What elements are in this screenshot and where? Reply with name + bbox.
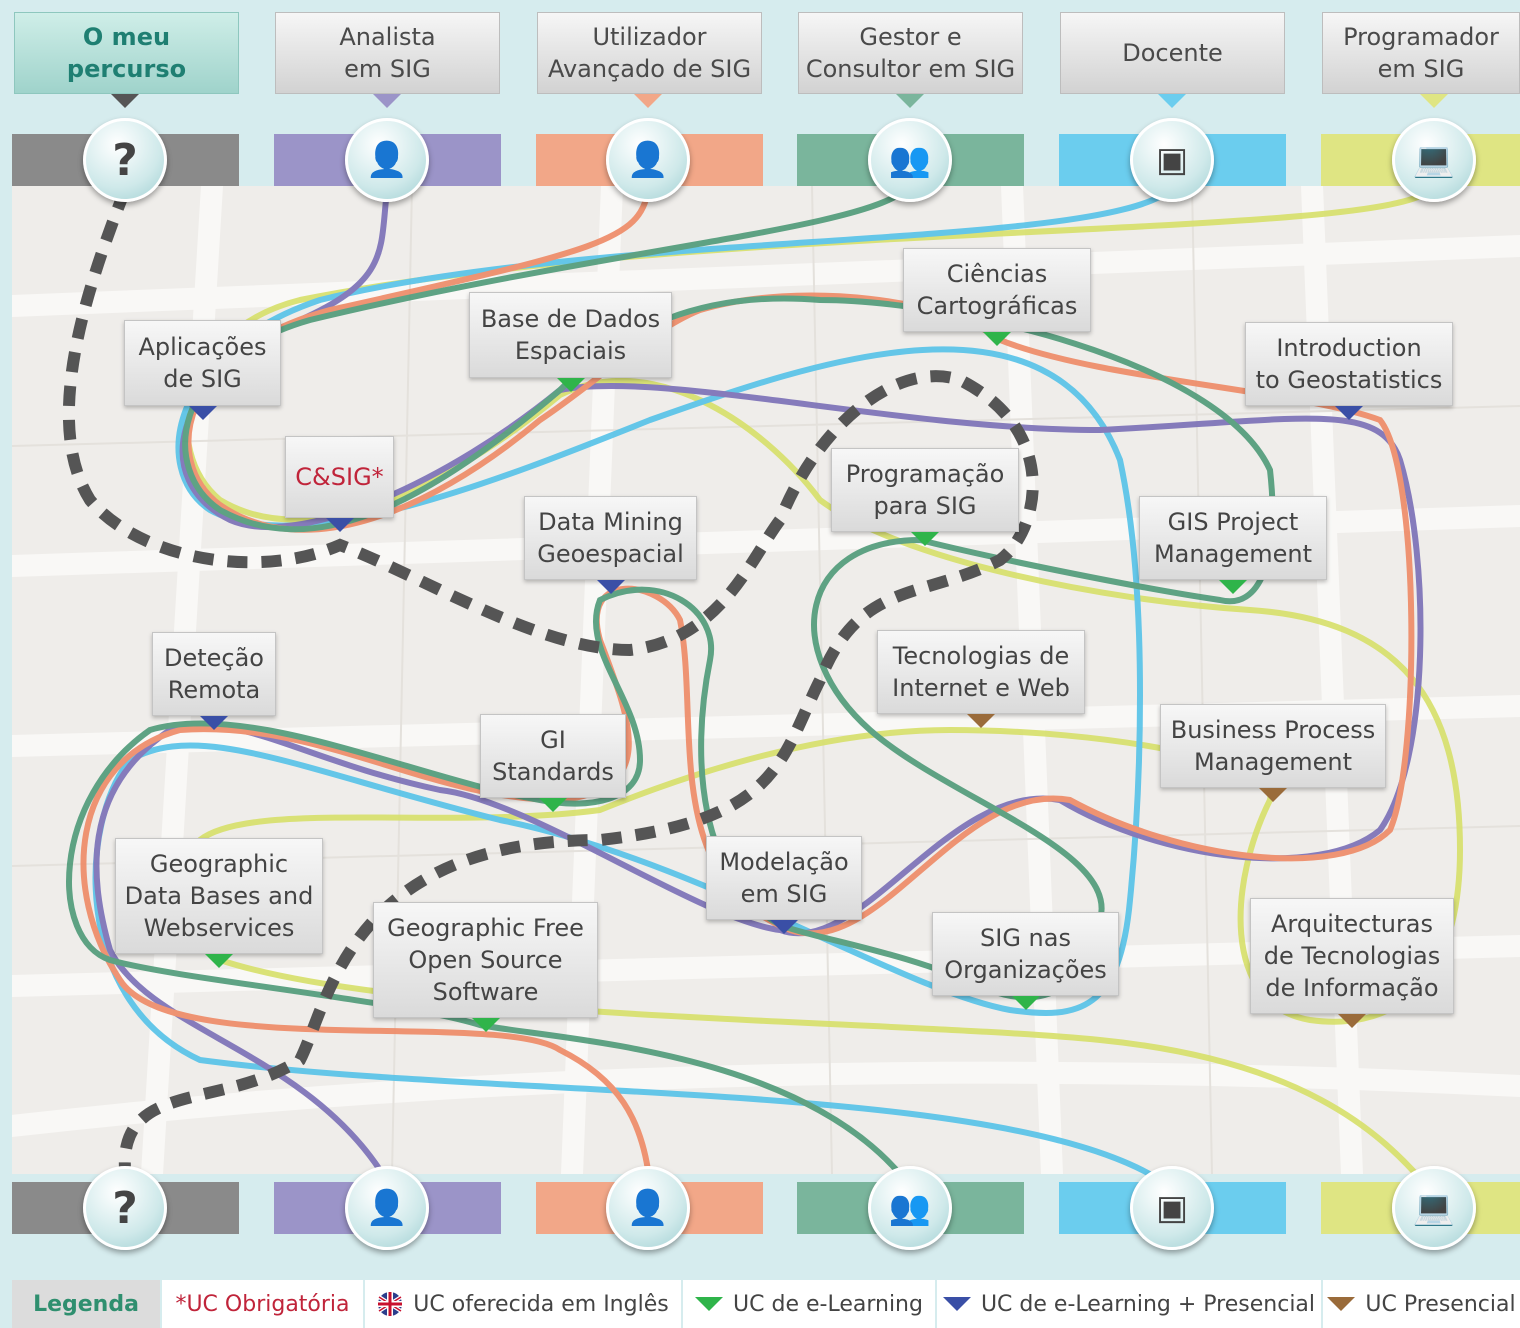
elearning-marker	[911, 532, 939, 546]
manager-icon[interactable]: 👥	[868, 118, 952, 202]
legend-elearning: UC de e-Learning	[683, 1280, 937, 1328]
elearning-marker-icon	[695, 1297, 724, 1311]
presencial-marker	[1338, 1014, 1366, 1028]
legend-mixed: UC de e-Learning + Presencial	[937, 1280, 1323, 1328]
elearning-marker	[1011, 996, 1040, 1010]
elearning-marker	[205, 954, 233, 968]
tab-pointer	[896, 94, 924, 108]
presencial-marker	[967, 714, 995, 728]
teacher-icon[interactable]: ▣	[1130, 118, 1214, 202]
question-icon[interactable]: ?	[83, 1166, 167, 1250]
elearning_presencial-marker	[596, 580, 625, 594]
manager-icon[interactable]: 👥	[868, 1166, 952, 1250]
elearning_presencial-marker	[188, 406, 217, 420]
tab-pointer	[1158, 94, 1186, 108]
legend: Legenda *UC Obrigatória UC oferecida em …	[12, 1280, 1520, 1328]
elearning-marker	[556, 378, 585, 392]
elearning_presencial-marker	[325, 518, 354, 532]
elearning_presencial-marker	[770, 920, 798, 934]
tab-pointer	[634, 94, 662, 108]
elearning_presencial-marker	[200, 716, 228, 730]
presencial-marker	[1259, 788, 1287, 802]
mixed-marker-icon	[942, 1297, 971, 1311]
elearning_presencial-marker	[1335, 406, 1363, 420]
developer-icon[interactable]: 💻	[1392, 118, 1476, 202]
uk-flag-icon	[378, 1292, 403, 1316]
tab-pointer	[373, 94, 401, 108]
legend-english: UC oferecida em Inglês	[365, 1280, 683, 1328]
course-csig-required[interactable]: C&SIG*	[285, 436, 394, 518]
legend-presencial: UC Presencial	[1323, 1280, 1520, 1328]
tab-docente[interactable]: Docente	[1060, 12, 1285, 94]
elearning-marker	[983, 332, 1011, 346]
elearning-marker	[539, 798, 567, 812]
legend-required: *UC Obrigatória	[162, 1280, 365, 1328]
question-icon[interactable]: ?	[83, 118, 167, 202]
analyst-icon[interactable]: 👤	[345, 1166, 429, 1250]
teacher-icon[interactable]: ▣	[1130, 1166, 1214, 1250]
advanced-user-icon[interactable]: 👤	[606, 118, 690, 202]
analyst-icon[interactable]: 👤	[345, 118, 429, 202]
legend-title: Legenda	[12, 1280, 162, 1328]
elearning-marker	[1219, 580, 1247, 594]
presencial-marker-icon	[1327, 1297, 1356, 1311]
tab-pointer	[111, 94, 139, 108]
tab-pointer	[1420, 94, 1448, 108]
advanced-user-icon[interactable]: 👤	[606, 1166, 690, 1250]
elearning-marker	[471, 1018, 500, 1032]
developer-icon[interactable]: 💻	[1392, 1166, 1476, 1250]
